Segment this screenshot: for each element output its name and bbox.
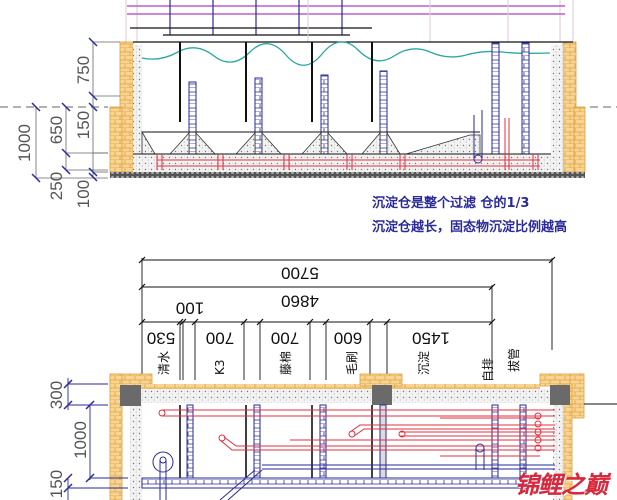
plan-partition-walls [141, 404, 554, 489]
dim-700-floss: 700 [271, 329, 299, 348]
dim-250: 250 [47, 172, 66, 200]
dim-100: 100 [74, 180, 93, 208]
dim-5700: 5700 [281, 264, 319, 283]
column-right [550, 385, 570, 405]
column-middle [372, 385, 392, 405]
label-brushes: 毛刷 [345, 351, 359, 375]
label-pull-pipe: 拔管 [506, 348, 521, 372]
dim-1000-plan: 1000 [71, 421, 90, 459]
section-view: 1000 650 250 750 150 100 [0, 0, 617, 208]
plan-left-dimension-lines [63, 378, 128, 500]
dim-150-plan: 150 [47, 470, 66, 498]
bottom-drain-pipes [156, 118, 540, 170]
plan-concrete-right [553, 400, 563, 500]
right-concrete-lining [551, 45, 563, 172]
left-concrete-lining [133, 45, 142, 172]
column-left [120, 385, 141, 406]
plan-blue-pipes [152, 443, 555, 500]
dim-100-gap: 100 [176, 299, 204, 318]
right-brick-footing [573, 106, 586, 173]
note-line-1: 沉淀仓是整个过滤 仓的1/3 [372, 196, 530, 211]
standpipe [473, 110, 483, 164]
dim-650: 650 [47, 116, 66, 144]
plan-brick-middle [359, 373, 403, 387]
plan-dimension-ticks [138, 256, 556, 326]
dim-530: 530 [147, 329, 175, 348]
plan-view: 5700 4860 100 530 700 700 600 1450 清水 K3… [47, 256, 617, 500]
upper-frame-lines [125, 0, 574, 42]
label-settlement: 沉淀 [417, 351, 431, 375]
label-self-drain: 自排 [481, 358, 495, 382]
settling-hoppers [141, 130, 481, 155]
plan-brick-left [109, 373, 123, 500]
dim-1450: 1450 [412, 329, 450, 348]
note-line-2: 沉淀仓越长，固态物沉淀比例越高 [372, 220, 568, 235]
dim-1000: 1000 [15, 124, 34, 162]
plan-brick-top [140, 384, 540, 389]
dimension-ticks [31, 37, 98, 183]
dim-600: 600 [334, 329, 362, 348]
dim-700-k3: 700 [206, 329, 234, 348]
dim-150: 150 [74, 111, 93, 139]
label-k3: K3 [213, 359, 227, 375]
plan-concrete-left [130, 400, 142, 500]
dim-300: 300 [47, 381, 66, 409]
label-clear-water: 清水 [157, 351, 171, 375]
left-brick-footing [109, 106, 123, 173]
plan-red-pipes [158, 409, 555, 457]
dim-4860: 4860 [281, 292, 319, 311]
plan-dimension-lines [141, 258, 553, 380]
gravel-base [110, 172, 585, 178]
watermark: 锦鲤之巅 [515, 471, 608, 499]
label-filter-floss: 藤棉 [279, 351, 293, 375]
plan-concrete-top [122, 389, 558, 403]
section-dimension-lines [35, 41, 120, 179]
water-surface [141, 41, 551, 66]
baffle-plates [179, 42, 373, 122]
dim-750: 750 [74, 56, 93, 84]
